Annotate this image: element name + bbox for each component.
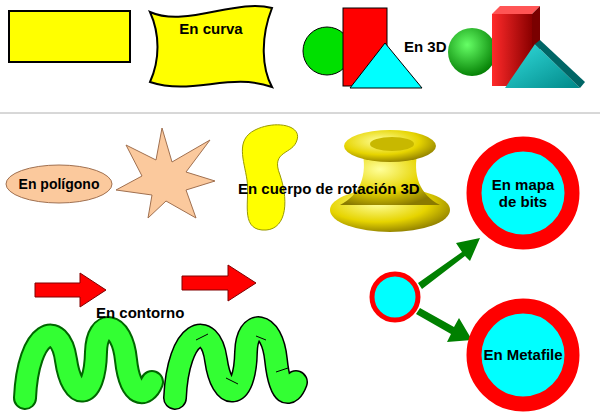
yellow-rectangle <box>9 11 130 62</box>
green-squiggle-contour <box>175 328 296 398</box>
text-holder: En polígono <box>19 176 100 192</box>
source-circle <box>372 274 418 320</box>
red-arrow <box>35 273 106 307</box>
prism-side <box>535 40 585 88</box>
bitmap-circle: En mapa de bits <box>466 136 580 250</box>
separator-line <box>0 113 600 114</box>
yellow-blob <box>242 125 297 230</box>
shape-label: En 3D <box>404 38 447 55</box>
red-arrow-outline <box>182 265 256 301</box>
squiggle-outline <box>175 328 296 398</box>
polygon-star <box>116 128 215 218</box>
node-text: En mapa de bits <box>484 176 562 211</box>
node-text: En polígono <box>19 176 100 192</box>
green-sphere <box>448 28 496 76</box>
node-text: En curva <box>179 20 242 37</box>
contour-dividers <box>196 334 288 384</box>
rotation-dimple <box>370 137 414 151</box>
curve-shape: En curva <box>148 4 274 90</box>
green-squiggle <box>25 328 152 398</box>
text-holder: En mapa de bits <box>484 176 562 211</box>
node-text: En Metafile <box>483 346 562 363</box>
metafile-circle: En Metafile <box>466 298 580 412</box>
polygon-ellipse: En polígono <box>5 164 113 204</box>
text-holder: En curva <box>179 20 242 37</box>
ring-fill <box>474 306 572 404</box>
ring-fill <box>474 144 572 242</box>
text-holder: En Metafile <box>483 346 562 363</box>
green-arrow <box>416 308 472 342</box>
green-arrow <box>418 238 480 289</box>
curve-shape-outline <box>148 4 274 90</box>
ellipse-fill <box>6 165 112 203</box>
shape-label: En contorno <box>96 304 184 321</box>
curve-fill <box>150 6 272 87</box>
box-top <box>492 6 540 14</box>
rotation-top <box>344 130 436 162</box>
squiggle-edge <box>25 328 152 398</box>
shape-label: En cuerpo de rotación 3D <box>238 180 420 197</box>
